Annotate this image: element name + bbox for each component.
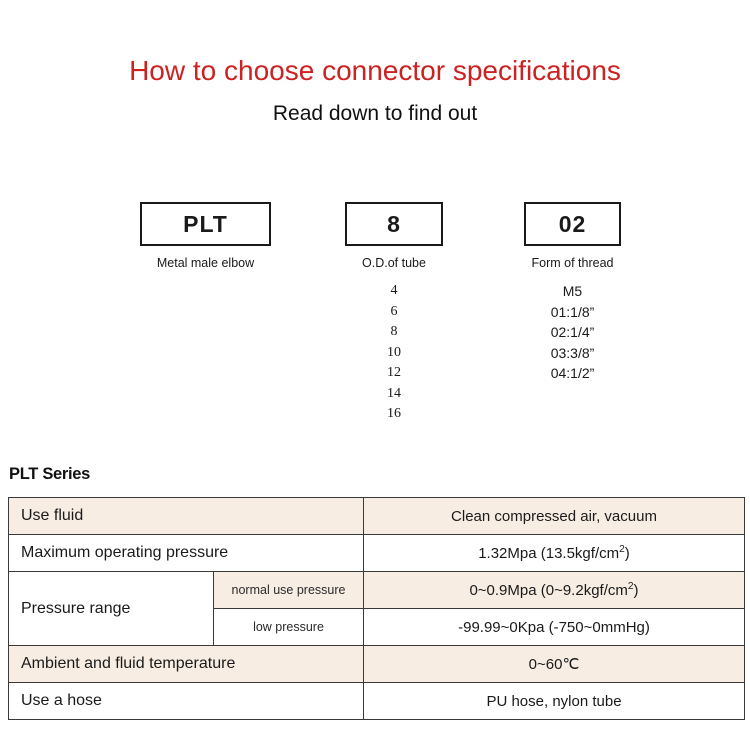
code-option-item[interactable]: 6 <box>390 303 398 319</box>
code-option-item[interactable]: M5 <box>562 283 583 299</box>
code-box-thread-form[interactable]: 02 <box>524 202 621 246</box>
spec-value-normal-use-pressure: 0~0.9Mpa (0~9.2kgf/cm2) <box>363 571 745 609</box>
value-prefix: 0~0.9Mpa (0~9.2kgf/cm <box>469 581 628 599</box>
table-row: Use fluid Clean compressed air, vacuum <box>8 497 745 535</box>
table-row: Pressure range normal use pressure 0~0.9… <box>8 571 745 646</box>
code-box-series[interactable]: PLT <box>140 202 271 246</box>
spec-label-max-operating-pressure: Maximum operating pressure <box>8 534 364 572</box>
code-box-tube-od[interactable]: 8 <box>345 202 443 246</box>
spec-value-low-pressure: -99.99~0Kpa (-750~0mmHg) <box>363 608 745 646</box>
value-suffix: ) <box>633 581 639 599</box>
table-row: Ambient and fluid temperature 0~60℃ <box>8 645 745 683</box>
code-option-item[interactable]: 4 <box>390 283 398 298</box>
code-caption-series: Metal male elbow <box>156 256 255 270</box>
value-suffix: ) <box>624 544 630 562</box>
value-prefix: 1.32Mpa (13.5kgf/cm <box>478 544 620 562</box>
spec-label-use-fluid: Use fluid <box>8 497 364 535</box>
code-caption-tube-od: O.D.of tube <box>362 256 426 270</box>
spec-label-pressure-range: Pressure range <box>8 571 214 646</box>
code-options-thread-form: M5 01:1/8” 02:1/4” 03:3/8” 04:1/2” <box>524 281 621 384</box>
spec-value-use-a-hose: PU hose, nylon tube <box>363 682 745 720</box>
code-option-item[interactable]: 16 <box>387 406 401 421</box>
code-option-item[interactable]: 03:3/8” <box>550 344 595 361</box>
code-option-item[interactable]: 14 <box>387 385 401 401</box>
spec-value-ambient-fluid-temperature: 0~60℃ <box>363 645 745 683</box>
value-superscript: 2 <box>627 580 634 592</box>
code-option-item[interactable]: 12 <box>387 365 401 380</box>
code-option-item[interactable]: 02:1/4” <box>550 324 595 340</box>
value-superscript: 2 <box>619 543 625 555</box>
page-subtitle: Read down to find out <box>272 102 478 125</box>
spec-sublabel-low-pressure: low pressure <box>213 608 364 646</box>
table-row: Use a hose PU hose, nylon tube <box>8 682 745 720</box>
spec-value-max-operating-pressure: 1.32Mpa (13.5kgf/cm2) <box>363 534 745 572</box>
code-column-series: PLT Metal male elbow <box>140 202 271 270</box>
series-label: PLT Series <box>9 465 91 483</box>
page-title: How to choose connector specifications <box>129 55 621 86</box>
code-builder: PLT Metal male elbow 8 O.D.of tube 4 6 8… <box>0 202 750 442</box>
spec-label-ambient-fluid-temperature: Ambient and fluid temperature <box>8 645 364 683</box>
code-option-item[interactable]: 01:1/8” <box>550 303 595 320</box>
code-caption-thread-form: Form of thread <box>531 256 614 270</box>
spec-label-use-a-hose: Use a hose <box>8 682 364 720</box>
code-column-thread-form: 02 Form of thread M5 01:1/8” 02:1/4” 03:… <box>524 202 621 384</box>
code-column-tube-od: 8 O.D.of tube 4 6 8 10 12 14 16 <box>345 202 443 425</box>
code-option-item[interactable]: 10 <box>387 344 401 360</box>
code-option-item[interactable]: 04:1/2” <box>550 365 595 381</box>
table-row: Maximum operating pressure 1.32Mpa (13.5… <box>8 534 745 572</box>
specification-table: Use fluid Clean compressed air, vacuum M… <box>8 497 745 720</box>
code-options-tube-od: 4 6 8 10 12 14 16 <box>345 281 443 425</box>
code-option-item[interactable]: 8 <box>390 324 398 339</box>
spec-value-use-fluid: Clean compressed air, vacuum <box>363 497 745 535</box>
spec-sublabel-normal-use-pressure: normal use pressure <box>213 571 364 609</box>
